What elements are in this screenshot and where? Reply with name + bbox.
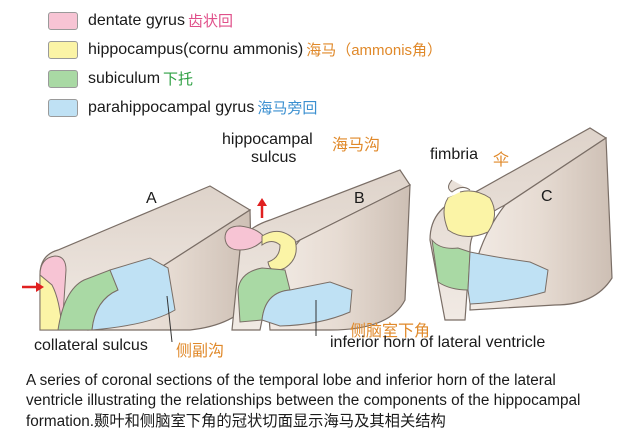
inferior-horn-label: inferior horn of lateral ventricle — [330, 334, 546, 351]
inferior-horn-label-zh: 侧脑室下角 — [350, 323, 431, 340]
collateral-leader — [166, 295, 173, 343]
caption-chinese: 颞叶和侧脑室下角的冠状切面显示海马及其相关结构 — [94, 412, 446, 430]
section-b — [224, 169, 411, 331]
fimbria-label: fimbria — [430, 146, 479, 163]
legend-label-zh: 下托 — [163, 71, 194, 88]
legend-label-zh: 齿状回 — [187, 13, 233, 30]
legend-swatch — [48, 69, 78, 88]
legend-label: subiculum — [88, 69, 161, 87]
hippocampal-sulcus-label-zh: 海马沟 — [332, 137, 381, 154]
legend-label: hippocampus(cornu ammonis) — [88, 40, 304, 58]
fimbria-label-zh: 伞 — [493, 152, 510, 169]
legend-label: dentate gyrus — [88, 11, 185, 29]
legend-item-hippocampus: hippocampus(cornu ammonis) 海马（ammonis角） — [48, 35, 442, 64]
section-c — [429, 127, 613, 321]
legend-label-zh: 海马（ammonis角） — [306, 42, 443, 59]
section-a — [22, 185, 253, 331]
legend-label-zh: 海马旁回 — [257, 100, 318, 117]
legend-swatch — [48, 98, 78, 117]
section-label-b: B — [354, 190, 365, 207]
hippocampal-sulcus-label-2: sulcus — [251, 149, 297, 166]
collateral-sulcus-label: collateral sulcus — [34, 337, 148, 354]
legend-swatch — [48, 11, 78, 30]
legend-item-subiculum: subiculum 下托 — [48, 64, 442, 93]
hippocampal-sulcus-label: hippocampal — [222, 131, 313, 148]
collateral-sulcus-label-zh: 侧副沟 — [176, 343, 225, 360]
section-label-c: C — [541, 188, 553, 205]
legend-item-parahippocampal-gyrus: parahippocampal gyrus 海马旁回 — [48, 93, 442, 122]
figure-caption: A series of coronal sections of the temp… — [26, 371, 616, 432]
legend-item-dentate-gyrus: dentate gyrus 齿状回 — [48, 6, 442, 35]
legend-label: parahippocampal gyrus — [88, 98, 255, 116]
hippocampus-diagram — [22, 127, 613, 343]
legend: dentate gyrus 齿状回 hippocampus(cornu ammo… — [48, 6, 442, 122]
section-label-a: A — [146, 190, 157, 207]
legend-swatch — [48, 40, 78, 59]
caption-english: A series of coronal sections of the temp… — [26, 372, 581, 430]
